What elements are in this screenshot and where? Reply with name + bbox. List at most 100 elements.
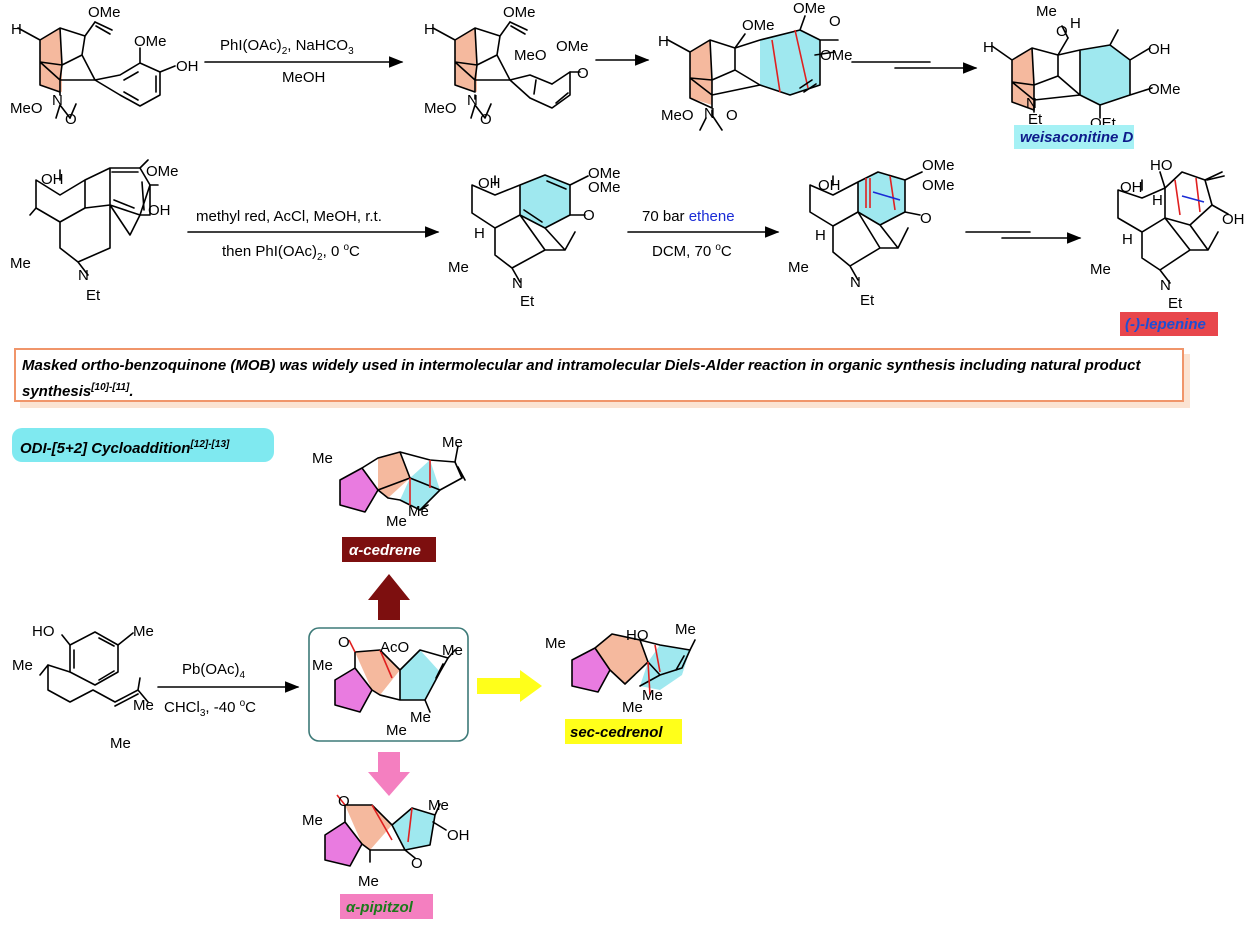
atom-label: Me — [386, 513, 407, 530]
up-arrow-dark-red — [368, 574, 410, 620]
odi-section-title-text: ODI-[5+2] Cycloaddition — [20, 440, 191, 457]
atom-label: Me — [12, 657, 33, 674]
atom-label: N — [512, 275, 523, 292]
atom-label: Me — [442, 642, 463, 659]
atom-label: OMe — [742, 17, 775, 34]
atom-label: OMe — [922, 157, 955, 174]
row3-starting-phenol: HO Me Me Me Me — [12, 623, 154, 752]
atom-label: H — [658, 33, 669, 50]
atom-label: MeO — [10, 100, 43, 117]
row1-cycloadduct: H OMe OMe O OMe N MeO O — [658, 0, 853, 131]
atom-label: O — [829, 13, 841, 30]
atom-label: OMe — [556, 38, 589, 55]
atom-label: OMe — [793, 0, 826, 17]
atom-label: Me — [408, 503, 429, 520]
row2-arrow-1: methyl red, AcCl, MeOH, r.t. then PhI(OA… — [187, 208, 440, 263]
row2-starting-material: OH OMe OH Me N Et — [10, 159, 179, 304]
atom-label: OMe — [134, 33, 167, 50]
atom-label: Me — [133, 697, 154, 714]
cedrene-label: α-cedrene — [349, 542, 421, 559]
atom-label: O — [411, 855, 423, 872]
row2-cond2-line1: 70 bar ethene — [642, 208, 735, 225]
odi-section-ref: [12]-[13] — [190, 439, 230, 450]
pipitzol-structure: O Me OH Me O Me — [302, 793, 470, 890]
row2-cond2-line2: DCM, 70 oC — [652, 242, 732, 260]
mob-note-text: Masked ortho-benzoquinone (MOB) was wide… — [22, 357, 1141, 400]
row1-reagents: PhI(OAc)2, NaHCO3 — [220, 37, 354, 57]
atom-label: N — [704, 105, 715, 122]
down-arrow-pink — [368, 752, 410, 796]
atom-label: N — [78, 267, 89, 284]
atom-label: OMe — [922, 177, 955, 194]
atom-label: OMe — [146, 163, 179, 180]
atom-label: Et — [86, 287, 101, 304]
atom-label: N — [1026, 95, 1037, 112]
sec-cedrenol-structure: Me HO Me Me Me — [545, 621, 696, 716]
atom-label: MeO — [661, 107, 694, 124]
atom-label: Me — [312, 657, 333, 674]
row1-mob-intermediate: H OMe MeO OMe O N MeO O — [424, 4, 589, 128]
atom-label: Me — [545, 635, 566, 652]
odi-adduct-box — [308, 627, 469, 742]
row3-arrow: Pb(OAc)4 CHCl3, -40 oC — [157, 661, 300, 719]
atom-label: N — [1160, 277, 1171, 294]
atom-label: N — [467, 92, 478, 109]
atom-label: Et — [1168, 295, 1183, 312]
atom-label: O — [338, 793, 350, 810]
atom-label: O — [583, 207, 595, 224]
cedrene-structure: Me Me Me Me — [312, 434, 466, 530]
lepenine-label: (-)-lepenine — [1125, 316, 1206, 333]
atom-label: Me — [622, 699, 643, 716]
sec-cedrenol-label-bg — [565, 719, 682, 744]
atom-label: Me — [410, 709, 431, 726]
weisaconitine-label: weisaconitine D — [1020, 129, 1134, 146]
atom-label: AcO — [380, 639, 409, 656]
atom-label: Me — [428, 797, 449, 814]
row2-cond1-line1: methyl red, AcCl, MeOH, r.t. — [196, 208, 382, 225]
atom-label: O — [480, 111, 492, 128]
atom-label: OH — [1120, 179, 1143, 196]
cedrene-label-bg — [342, 537, 436, 562]
atom-label: Me — [448, 259, 469, 276]
row2-mob-intermediate: OH OMe OMe O H Me N Et — [448, 165, 621, 310]
atom-label: Me — [1036, 3, 1057, 20]
atom-label: Me — [10, 255, 31, 272]
atom-label: O — [726, 107, 738, 124]
odi-section-title: ODI-[5+2] Cycloaddition[12]-[13] — [12, 428, 274, 462]
sec-cedrenol-label: sec-cedrenol — [570, 724, 663, 741]
mob-note-box: Masked ortho-benzoquinone (MOB) was wide… — [14, 348, 1184, 402]
atom-label: OH — [478, 175, 501, 192]
atom-label: Me — [358, 873, 379, 890]
atom-label: OH — [148, 202, 171, 219]
row2-double-arrow — [965, 231, 1082, 244]
mob-note-ref: [10]-[11] — [91, 382, 130, 393]
atom-label: OH — [1222, 211, 1245, 228]
atom-label: OH — [1148, 41, 1171, 58]
right-arrow-yellow — [477, 670, 542, 702]
atom-label: Et — [1028, 111, 1043, 128]
atom-label: O — [65, 111, 77, 128]
atom-label: OH — [176, 58, 199, 75]
atom-label: Me — [312, 450, 333, 467]
atom-label: OMe — [1148, 81, 1181, 98]
atom-label: Me — [302, 812, 323, 829]
atom-label: OMe — [88, 4, 121, 21]
atom-label: Me — [133, 623, 154, 640]
atom-label: OMe — [588, 165, 621, 182]
row3-solvent: CHCl3, -40 oC — [164, 698, 256, 719]
atom-label: O — [1056, 23, 1068, 40]
atom-label: OH — [818, 177, 841, 194]
atom-label: H — [1152, 192, 1163, 209]
atom-label: MeO — [424, 100, 457, 117]
row2-cond1-line2: then PhI(OAc)2, 0 oC — [222, 242, 360, 263]
row2-cycloadduct: OH OMe OMe O H Me N Et — [788, 157, 955, 309]
atom-label: N — [52, 92, 63, 109]
atom-label: OH — [447, 827, 470, 844]
atom-label: H — [474, 225, 485, 242]
lepenine-label-bg — [1120, 312, 1218, 336]
row1-arrow-1: PhI(OAc)2, NaHCO3 MeOH — [204, 37, 404, 86]
row1-starting-material: H OMe N MeO O OMe OH — [10, 4, 199, 128]
atom-label: HO — [1150, 157, 1173, 174]
pipitzol-label-bg — [340, 894, 433, 919]
atom-label: Me — [1090, 261, 1111, 278]
